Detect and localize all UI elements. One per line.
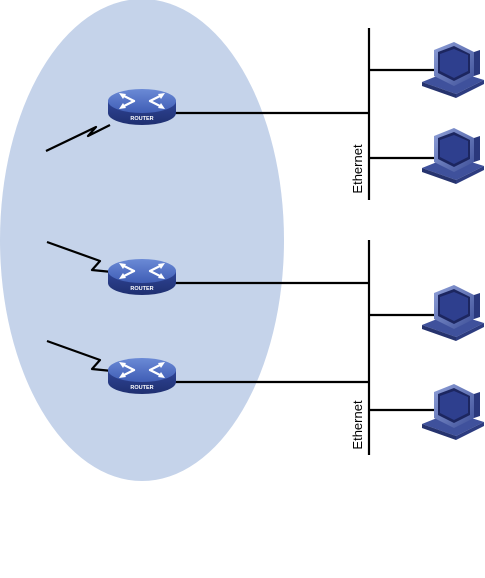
router-2[interactable]: ROUTER bbox=[108, 259, 176, 295]
host-4[interactable] bbox=[422, 384, 484, 440]
host-3[interactable] bbox=[422, 285, 484, 341]
computer-icon bbox=[422, 285, 484, 341]
ethernet-label-2: Ethernet bbox=[350, 400, 365, 450]
host-2[interactable] bbox=[422, 128, 484, 184]
router-3[interactable]: ROUTER bbox=[108, 358, 176, 394]
computer-icon bbox=[422, 384, 484, 440]
router-label: ROUTER bbox=[130, 116, 153, 122]
router-group-area bbox=[0, 0, 284, 481]
router-label: ROUTER bbox=[130, 286, 153, 292]
computer-icon bbox=[422, 128, 484, 184]
router-1[interactable]: ROUTER bbox=[108, 89, 176, 125]
router-label: ROUTER bbox=[130, 385, 153, 391]
ethernet-label-1: Ethernet bbox=[350, 144, 365, 194]
